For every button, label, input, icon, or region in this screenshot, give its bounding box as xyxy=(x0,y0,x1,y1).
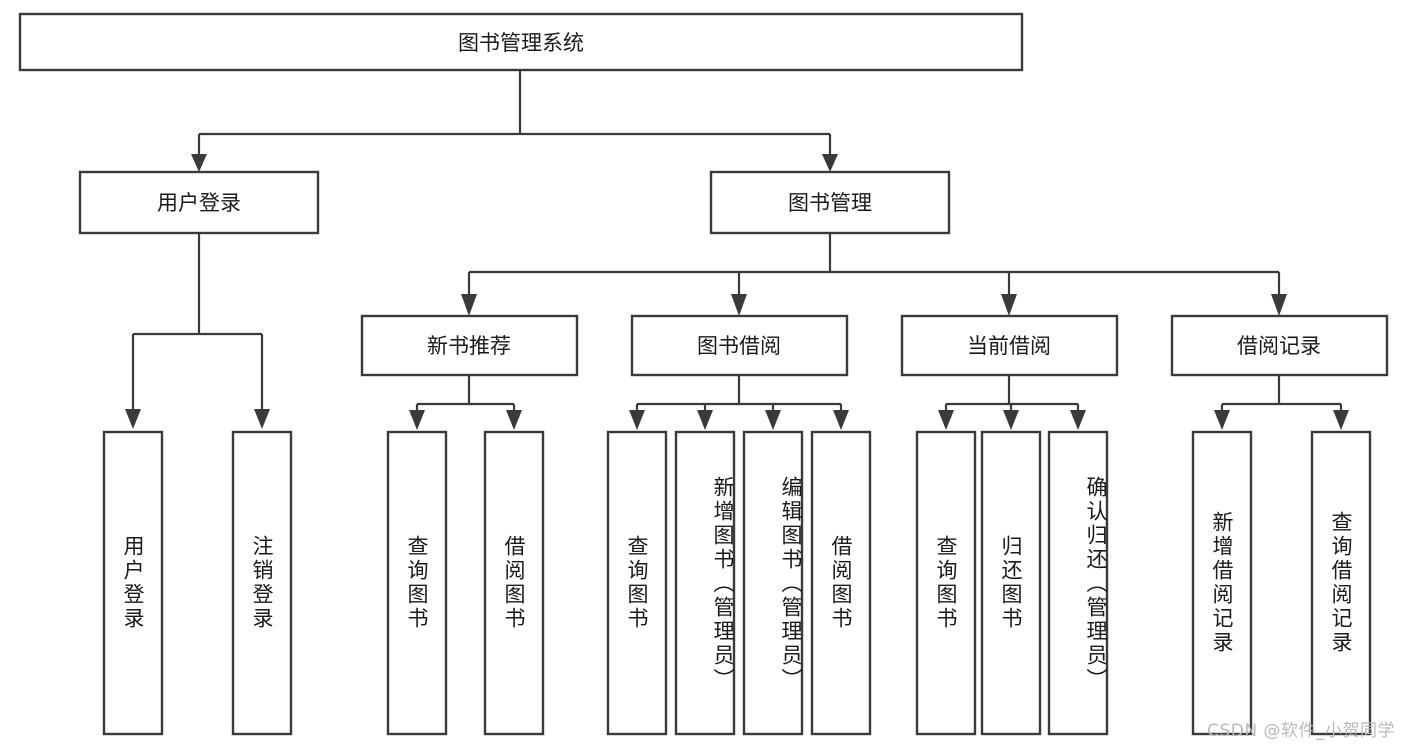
arrow-head-leaf-return-book xyxy=(1003,410,1019,430)
arrow-head-leaf-edit-book xyxy=(765,410,781,430)
node-new-book-rec-label: 新书推荐 xyxy=(427,334,511,358)
node-borrow-record-box[interactable] xyxy=(1170,314,1389,377)
node-root-box[interactable] xyxy=(18,12,1024,72)
node-book-manage-box[interactable] xyxy=(709,170,951,235)
node-user-login-box[interactable] xyxy=(78,170,320,235)
node-new-book-rec-box[interactable] xyxy=(360,314,579,377)
node-leaf-query-book-3-box[interactable] xyxy=(915,430,977,736)
node-book-borrow-label: 图书借阅 xyxy=(697,334,781,358)
node-leaf-query-record-box[interactable] xyxy=(1310,430,1372,736)
node-current-borrow-box[interactable] xyxy=(900,314,1119,377)
node-borrow-record[interactable]: 借阅记录 xyxy=(1170,314,1389,377)
node-leaf-return-book-box[interactable] xyxy=(980,430,1042,736)
arrow-head-leaf-query-book-1 xyxy=(409,410,425,430)
arrow-head-book-borrow xyxy=(731,294,747,316)
node-current-borrow-label: 当前借阅 xyxy=(967,334,1051,358)
node-leaf-query-book-1-box[interactable] xyxy=(386,430,448,736)
node-leaf-confirm-return-box[interactable] xyxy=(1047,430,1109,736)
node-leaf-user-login-box[interactable] xyxy=(102,430,164,736)
node-book-borrow-box[interactable] xyxy=(630,314,849,377)
node-leaf-borrow-book-1-box[interactable] xyxy=(483,430,545,736)
node-leaf-query-book-2-box[interactable] xyxy=(606,430,668,736)
arrow-head-leaf-query-book-3 xyxy=(938,410,954,430)
node-leaf-edit-book-box[interactable] xyxy=(742,430,804,736)
node-current-borrow[interactable]: 当前借阅 xyxy=(900,314,1119,377)
node-new-book-rec[interactable]: 新书推荐 xyxy=(360,314,579,377)
node-leaf-add-book-box[interactable] xyxy=(674,430,736,736)
arrow-head-leaf-borrow-book-1 xyxy=(506,410,522,430)
node-root-label: 图书管理系统 xyxy=(458,31,584,55)
arrow-head-borrow-record xyxy=(1271,294,1287,316)
arrow-head-current-borrow xyxy=(1001,294,1017,316)
node-leaf-add-record-box[interactable] xyxy=(1191,430,1253,736)
csdn-watermark: CSDN @软件_小贺同学 xyxy=(1207,721,1395,741)
arrow-head-leaf-confirm-return xyxy=(1070,410,1086,430)
node-book-manage[interactable]: 图书管理 xyxy=(709,170,951,235)
arrow-head-leaf-query-book-2 xyxy=(629,410,645,430)
node-leaf-borrow-book-2-box[interactable] xyxy=(810,430,872,736)
connector-group xyxy=(125,70,1349,430)
node-book-manage-label: 图书管理 xyxy=(788,191,872,215)
arrow-head-leaf-borrow-book-2 xyxy=(833,410,849,430)
node-borrow-record-label: 借阅记录 xyxy=(1237,334,1321,358)
arrow-head-new-book-rec xyxy=(461,294,477,316)
arrow-head-leaf-user-login xyxy=(125,409,141,429)
arrow-head-book-manage xyxy=(822,154,838,172)
arrow-head-leaf-query-record xyxy=(1333,410,1349,430)
node-user-login[interactable]: 用户登录 xyxy=(78,170,320,235)
node-user-login-label: 用户登录 xyxy=(157,191,241,215)
node-book-borrow[interactable]: 图书借阅 xyxy=(630,314,849,377)
arrow-head-leaf-add-record xyxy=(1214,410,1230,430)
arrow-head-leaf-add-book xyxy=(697,410,713,430)
node-root[interactable]: 图书管理系统 xyxy=(18,12,1024,72)
arrow-head-user-login xyxy=(191,154,207,172)
node-leaf-user-logout-box[interactable] xyxy=(231,430,293,736)
arrow-head-leaf-user-logout xyxy=(254,409,270,429)
